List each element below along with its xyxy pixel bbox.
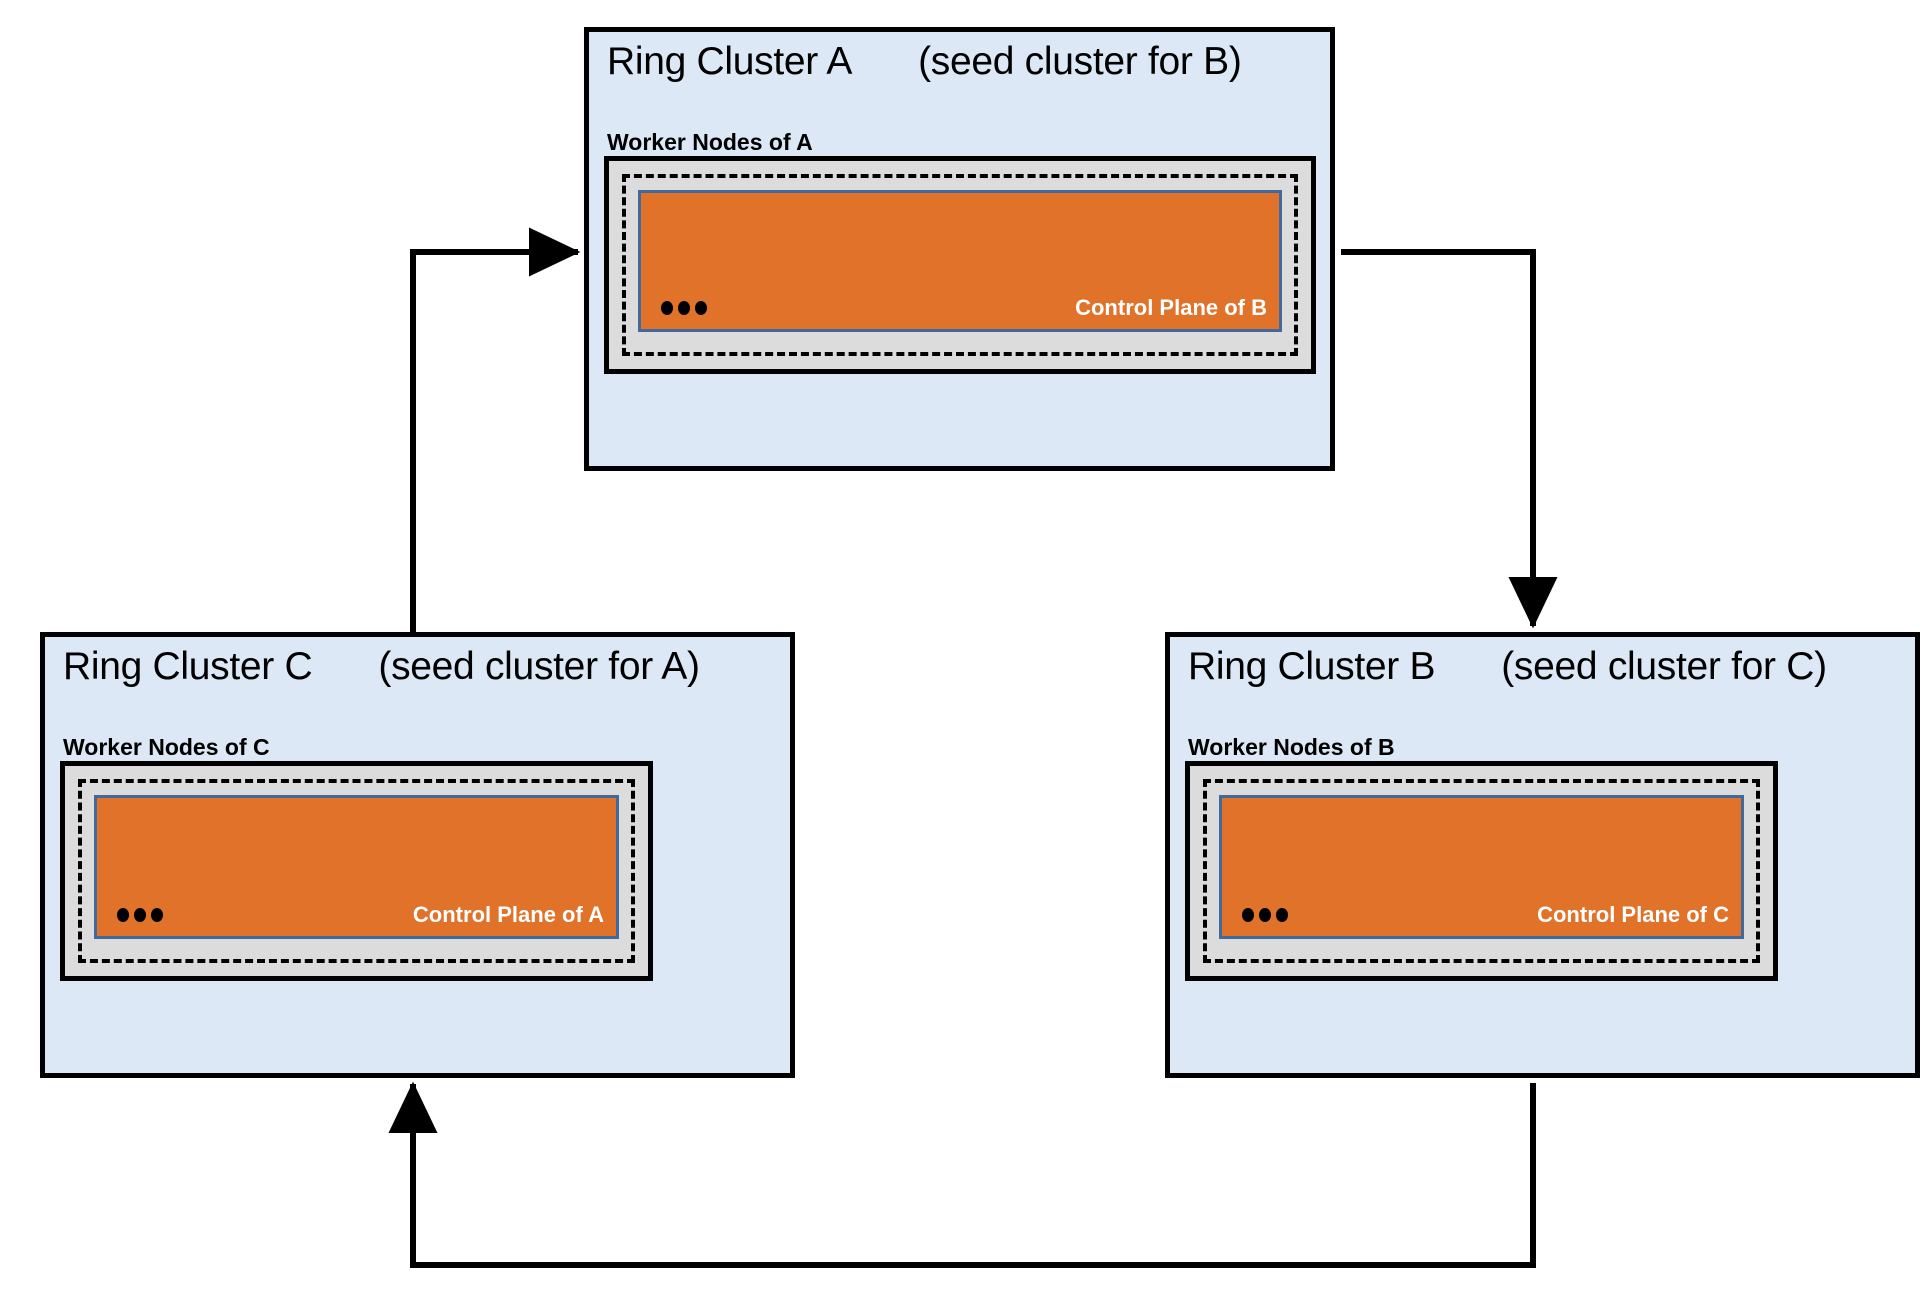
cluster-a-title-main: Ring Cluster A [607, 40, 853, 83]
cluster-c-title-sub: (seed cluster for A) [378, 645, 700, 688]
cluster-c-worker-box: Control Plane of A [60, 761, 653, 981]
cluster-c-title: Ring Cluster C (seed cluster for A) [63, 645, 700, 689]
arrow-b-to-c [388, 1081, 1536, 1268]
cluster-a-ellipsis-icon [661, 301, 707, 315]
cluster-a-title-sub: (seed cluster for B) [918, 40, 1242, 83]
cluster-b-worker-label: Worker Nodes of B [1188, 734, 1395, 760]
cluster-b-ellipsis-icon [1242, 908, 1288, 922]
arrow-a-to-b [1341, 249, 1558, 629]
cluster-a-worker-box: Control Plane of B [604, 156, 1316, 374]
cluster-b-dashed-boundary: Control Plane of C [1203, 779, 1760, 963]
cluster-a-title: Ring Cluster A (seed cluster for B) [607, 40, 1242, 84]
arrow-c-to-a [410, 227, 581, 636]
cluster-b[interactable]: Ring Cluster B (seed cluster for C) Worke… [1165, 632, 1920, 1078]
cluster-a-control-plane-label: Control Plane of B [1075, 295, 1267, 320]
cluster-a-control-plane[interactable]: Control Plane of B [638, 190, 1282, 332]
cluster-c-ellipsis-icon [117, 908, 163, 922]
cluster-b-worker-box: Control Plane of C [1185, 761, 1778, 981]
cluster-c-worker-label: Worker Nodes of C [63, 734, 270, 760]
cluster-b-title-sub: (seed cluster for C) [1501, 645, 1827, 688]
cluster-b-title-main: Ring Cluster B [1188, 645, 1436, 688]
cluster-c-dashed-boundary: Control Plane of A [78, 779, 635, 963]
cluster-a-dashed-boundary: Control Plane of B [622, 174, 1298, 356]
cluster-b-title: Ring Cluster B (seed cluster for C) [1188, 645, 1827, 689]
cluster-c[interactable]: Ring Cluster C (seed cluster for A) Worke… [40, 632, 795, 1078]
cluster-c-control-plane[interactable]: Control Plane of A [94, 795, 619, 939]
cluster-a[interactable]: Ring Cluster A (seed cluster for B) Worke… [584, 27, 1335, 471]
cluster-b-control-plane[interactable]: Control Plane of C [1219, 795, 1744, 939]
cluster-c-control-plane-label: Control Plane of A [412, 902, 604, 927]
cluster-c-title-main: Ring Cluster C [63, 645, 313, 688]
cluster-a-worker-label: Worker Nodes of A [607, 129, 813, 155]
cluster-b-control-plane-label: Control Plane of C [1537, 902, 1729, 927]
